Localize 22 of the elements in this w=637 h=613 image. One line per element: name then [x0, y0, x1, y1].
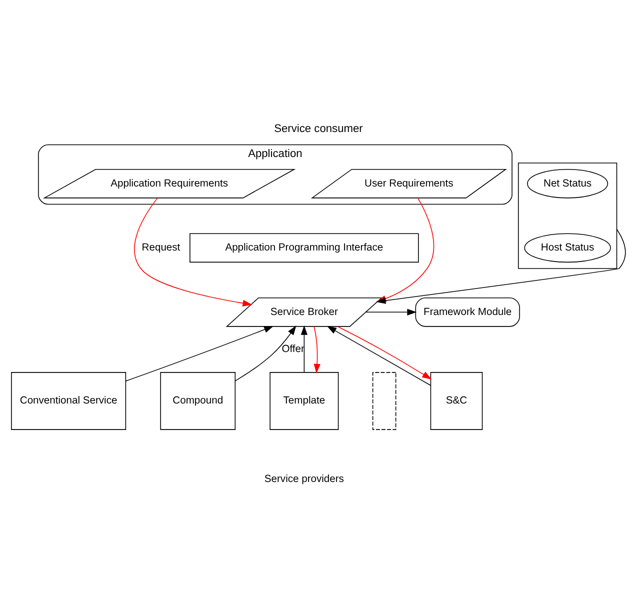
arrow — [326, 325, 431, 386]
node-box: Framework Module — [415, 296, 520, 326]
arrow — [365, 308, 417, 315]
node-ellipse: Host Status — [524, 232, 611, 262]
node-box: Conventional Service — [11, 372, 126, 430]
arrow — [314, 326, 320, 373]
edge-label: Request — [142, 242, 180, 254]
arrow — [234, 325, 296, 381]
edge-label: Offer — [282, 344, 304, 355]
node-ellipse: Net Status — [527, 168, 608, 198]
arrow — [300, 324, 308, 372]
node-box: Template — [270, 372, 339, 430]
arrow — [125, 326, 274, 381]
diagram-title: Service consumer — [274, 122, 363, 135]
node-box: Application Programming Interface — [190, 232, 419, 262]
node-box: Compound — [160, 372, 236, 430]
caption: Service providers — [264, 474, 344, 485]
cluster — [518, 162, 618, 268]
node-box: S&C — [430, 372, 483, 430]
arrow — [134, 197, 252, 306]
node-box — [372, 372, 396, 430]
arrow — [337, 326, 432, 379]
